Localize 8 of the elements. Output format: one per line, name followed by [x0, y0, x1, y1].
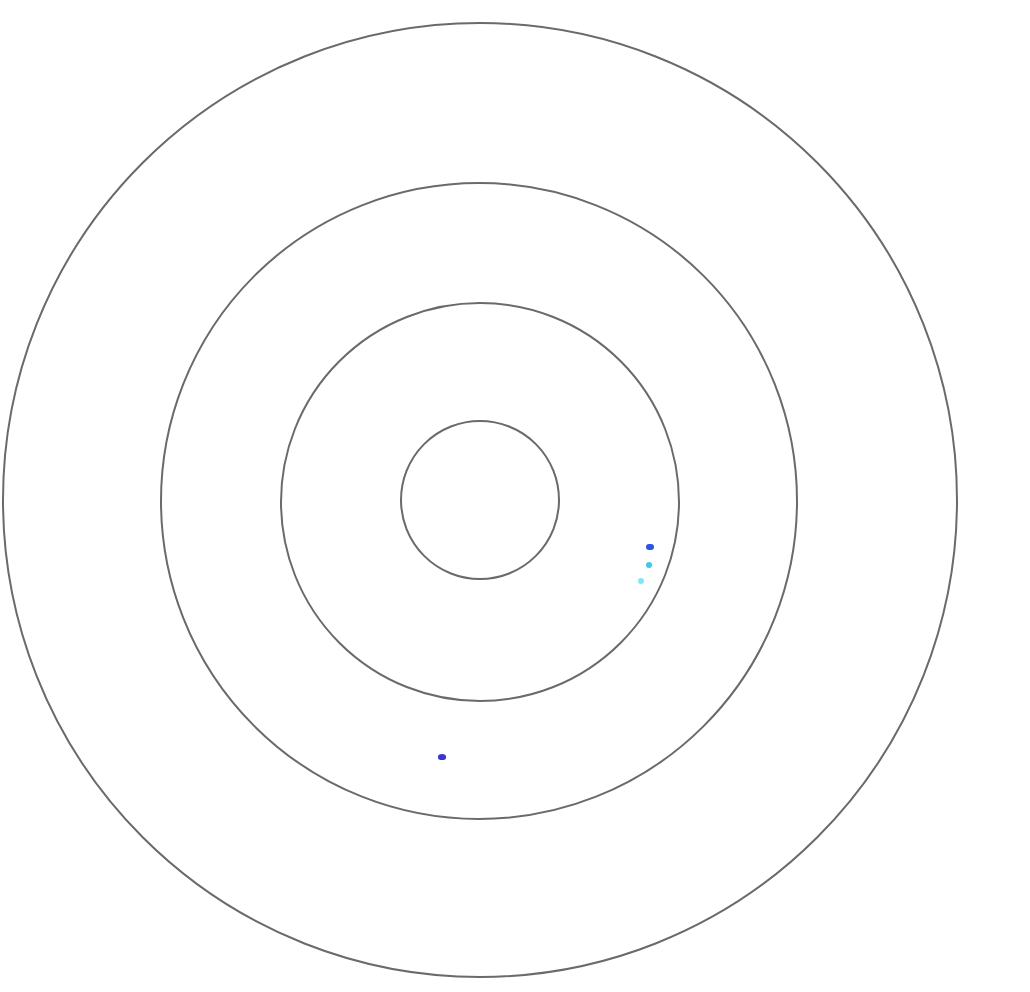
ring	[160, 181, 798, 819]
ring	[399, 420, 559, 580]
dot-marker-icon	[637, 578, 643, 585]
ring	[279, 301, 679, 701]
dot-marker-icon	[437, 753, 447, 760]
ring	[1, 22, 957, 978]
dot-marker-icon	[646, 543, 654, 551]
dot-marker-icon	[646, 561, 653, 568]
